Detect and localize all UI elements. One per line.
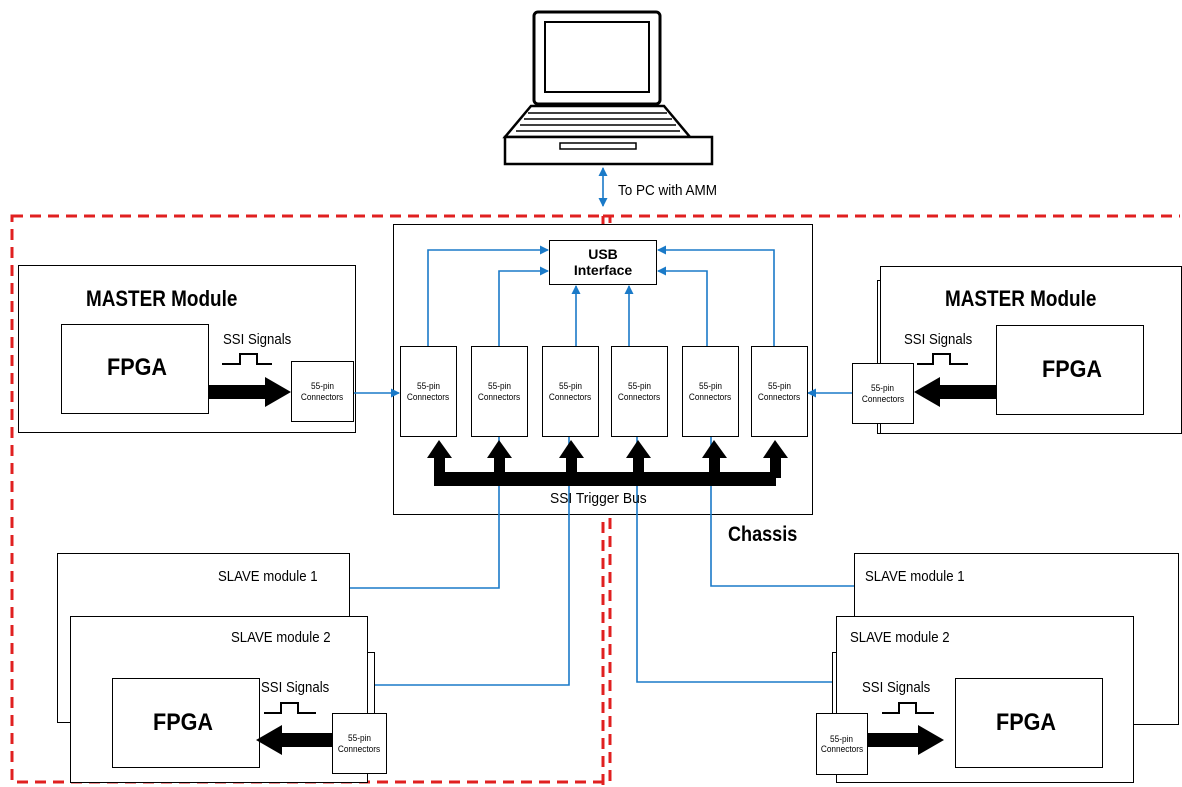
bus-label: SSI Trigger Bus xyxy=(550,490,647,507)
right-slave-signals-label: SSI Signals xyxy=(862,679,931,696)
chassis-slot-3: 55-pin Connectors xyxy=(542,346,599,437)
slot2-to-usb xyxy=(498,266,549,346)
slot-label-top: 55-pin xyxy=(627,381,652,392)
usb-interface: USB Interface xyxy=(549,240,657,285)
left-master-pulse-icon xyxy=(222,353,272,365)
connector-label-top: 55-pin xyxy=(871,383,895,394)
left-master-fpga-label: FPGA xyxy=(107,354,168,381)
right-slave-connector: 55-pin Connectors xyxy=(816,713,868,775)
left-slave-fpga-label: FPGA xyxy=(153,709,214,736)
right-slave1-title: SLAVE module 1 xyxy=(865,568,965,585)
left-slave-fpga xyxy=(112,678,260,768)
left-slave-pulse-icon xyxy=(264,702,316,714)
slot-label-bottom: Connectors xyxy=(618,391,661,402)
slot1-to-usb xyxy=(427,245,549,346)
left-slave-signals-label: SSI Signals xyxy=(261,679,330,696)
left-slave1-to-slot2 xyxy=(350,426,504,589)
slot-label-bottom: Connectors xyxy=(689,391,732,402)
chassis-label: Chassis xyxy=(728,523,798,546)
connector-label-top: 55-pin xyxy=(347,733,372,744)
chassis-slot-5: 55-pin Connectors xyxy=(682,346,739,437)
slot-label-bottom: Connectors xyxy=(758,391,801,402)
slot-label-bottom: Connectors xyxy=(478,391,521,402)
chassis-slot-6: 55-pin Connectors xyxy=(751,346,808,437)
right-slave2-to-slot4 xyxy=(632,426,832,683)
right-slave-fpga-label: FPGA xyxy=(996,709,1057,736)
ssi-trigger-bus xyxy=(427,440,788,486)
chassis-slot-4: 55-pin Connectors xyxy=(611,346,668,437)
connector-label-top: 55-pin xyxy=(310,381,335,392)
right-slave-pulse-icon xyxy=(882,702,934,714)
left-slave2-title: SLAVE module 2 xyxy=(231,629,331,646)
slot-label-bottom: Connectors xyxy=(549,391,592,402)
chassis-slot-2: 55-pin Connectors xyxy=(471,346,528,437)
slot6-to-usb xyxy=(657,245,775,346)
slot-label-top: 55-pin xyxy=(767,381,792,392)
right-master-signals-label: SSI Signals xyxy=(904,331,973,348)
right-master-fpga-label: FPGA xyxy=(1042,356,1103,383)
left-master-connector: 55-pin Connectors xyxy=(291,361,354,422)
chassis-slot-1: 55-pin Connectors xyxy=(400,346,457,437)
right-slave2-title: SLAVE module 2 xyxy=(850,629,950,646)
right-slave-data-arrow xyxy=(868,725,944,755)
connector-label-bottom: Connectors xyxy=(301,391,344,402)
right-master-data-arrow xyxy=(914,377,996,407)
right-slave-fpga xyxy=(955,678,1103,768)
left-master-fpga xyxy=(61,324,209,414)
left-slave-connector: 55-pin Connectors xyxy=(332,713,387,774)
left-master-title: MASTER Module xyxy=(86,286,238,311)
connector-label-top: 55-pin xyxy=(830,733,854,744)
slot-label-top: 55-pin xyxy=(416,381,441,392)
right-master-connector: 55-pin Connectors xyxy=(852,363,914,424)
left-slave2-to-slot3 xyxy=(375,426,574,686)
pc-link-label: To PC with AMM xyxy=(618,182,718,199)
slot5-to-usb xyxy=(657,266,708,346)
laptop-icon xyxy=(502,10,714,166)
connector-label-bottom: Connectors xyxy=(861,393,905,404)
left-master-data-arrow xyxy=(209,377,291,407)
left-master-signals-label: SSI Signals xyxy=(223,331,292,348)
slot-label-top: 55-pin xyxy=(558,381,583,392)
connector-label-bottom: Connectors xyxy=(338,743,381,754)
left-slave1-title: SLAVE module 1 xyxy=(218,568,318,585)
slot-label-top: 55-pin xyxy=(487,381,512,392)
left-slave-data-arrow xyxy=(256,725,332,755)
usb-label-line2: Interface xyxy=(573,261,633,278)
right-master-pulse-icon xyxy=(917,353,968,365)
slot-label-top: 55-pin xyxy=(698,381,723,392)
right-master-title: MASTER Module xyxy=(945,286,1097,311)
right-master-fpga xyxy=(996,325,1144,415)
connector-label-bottom: Connectors xyxy=(820,744,864,754)
usb-label-line1: USB xyxy=(588,246,618,263)
slot-label-bottom: Connectors xyxy=(407,391,450,402)
